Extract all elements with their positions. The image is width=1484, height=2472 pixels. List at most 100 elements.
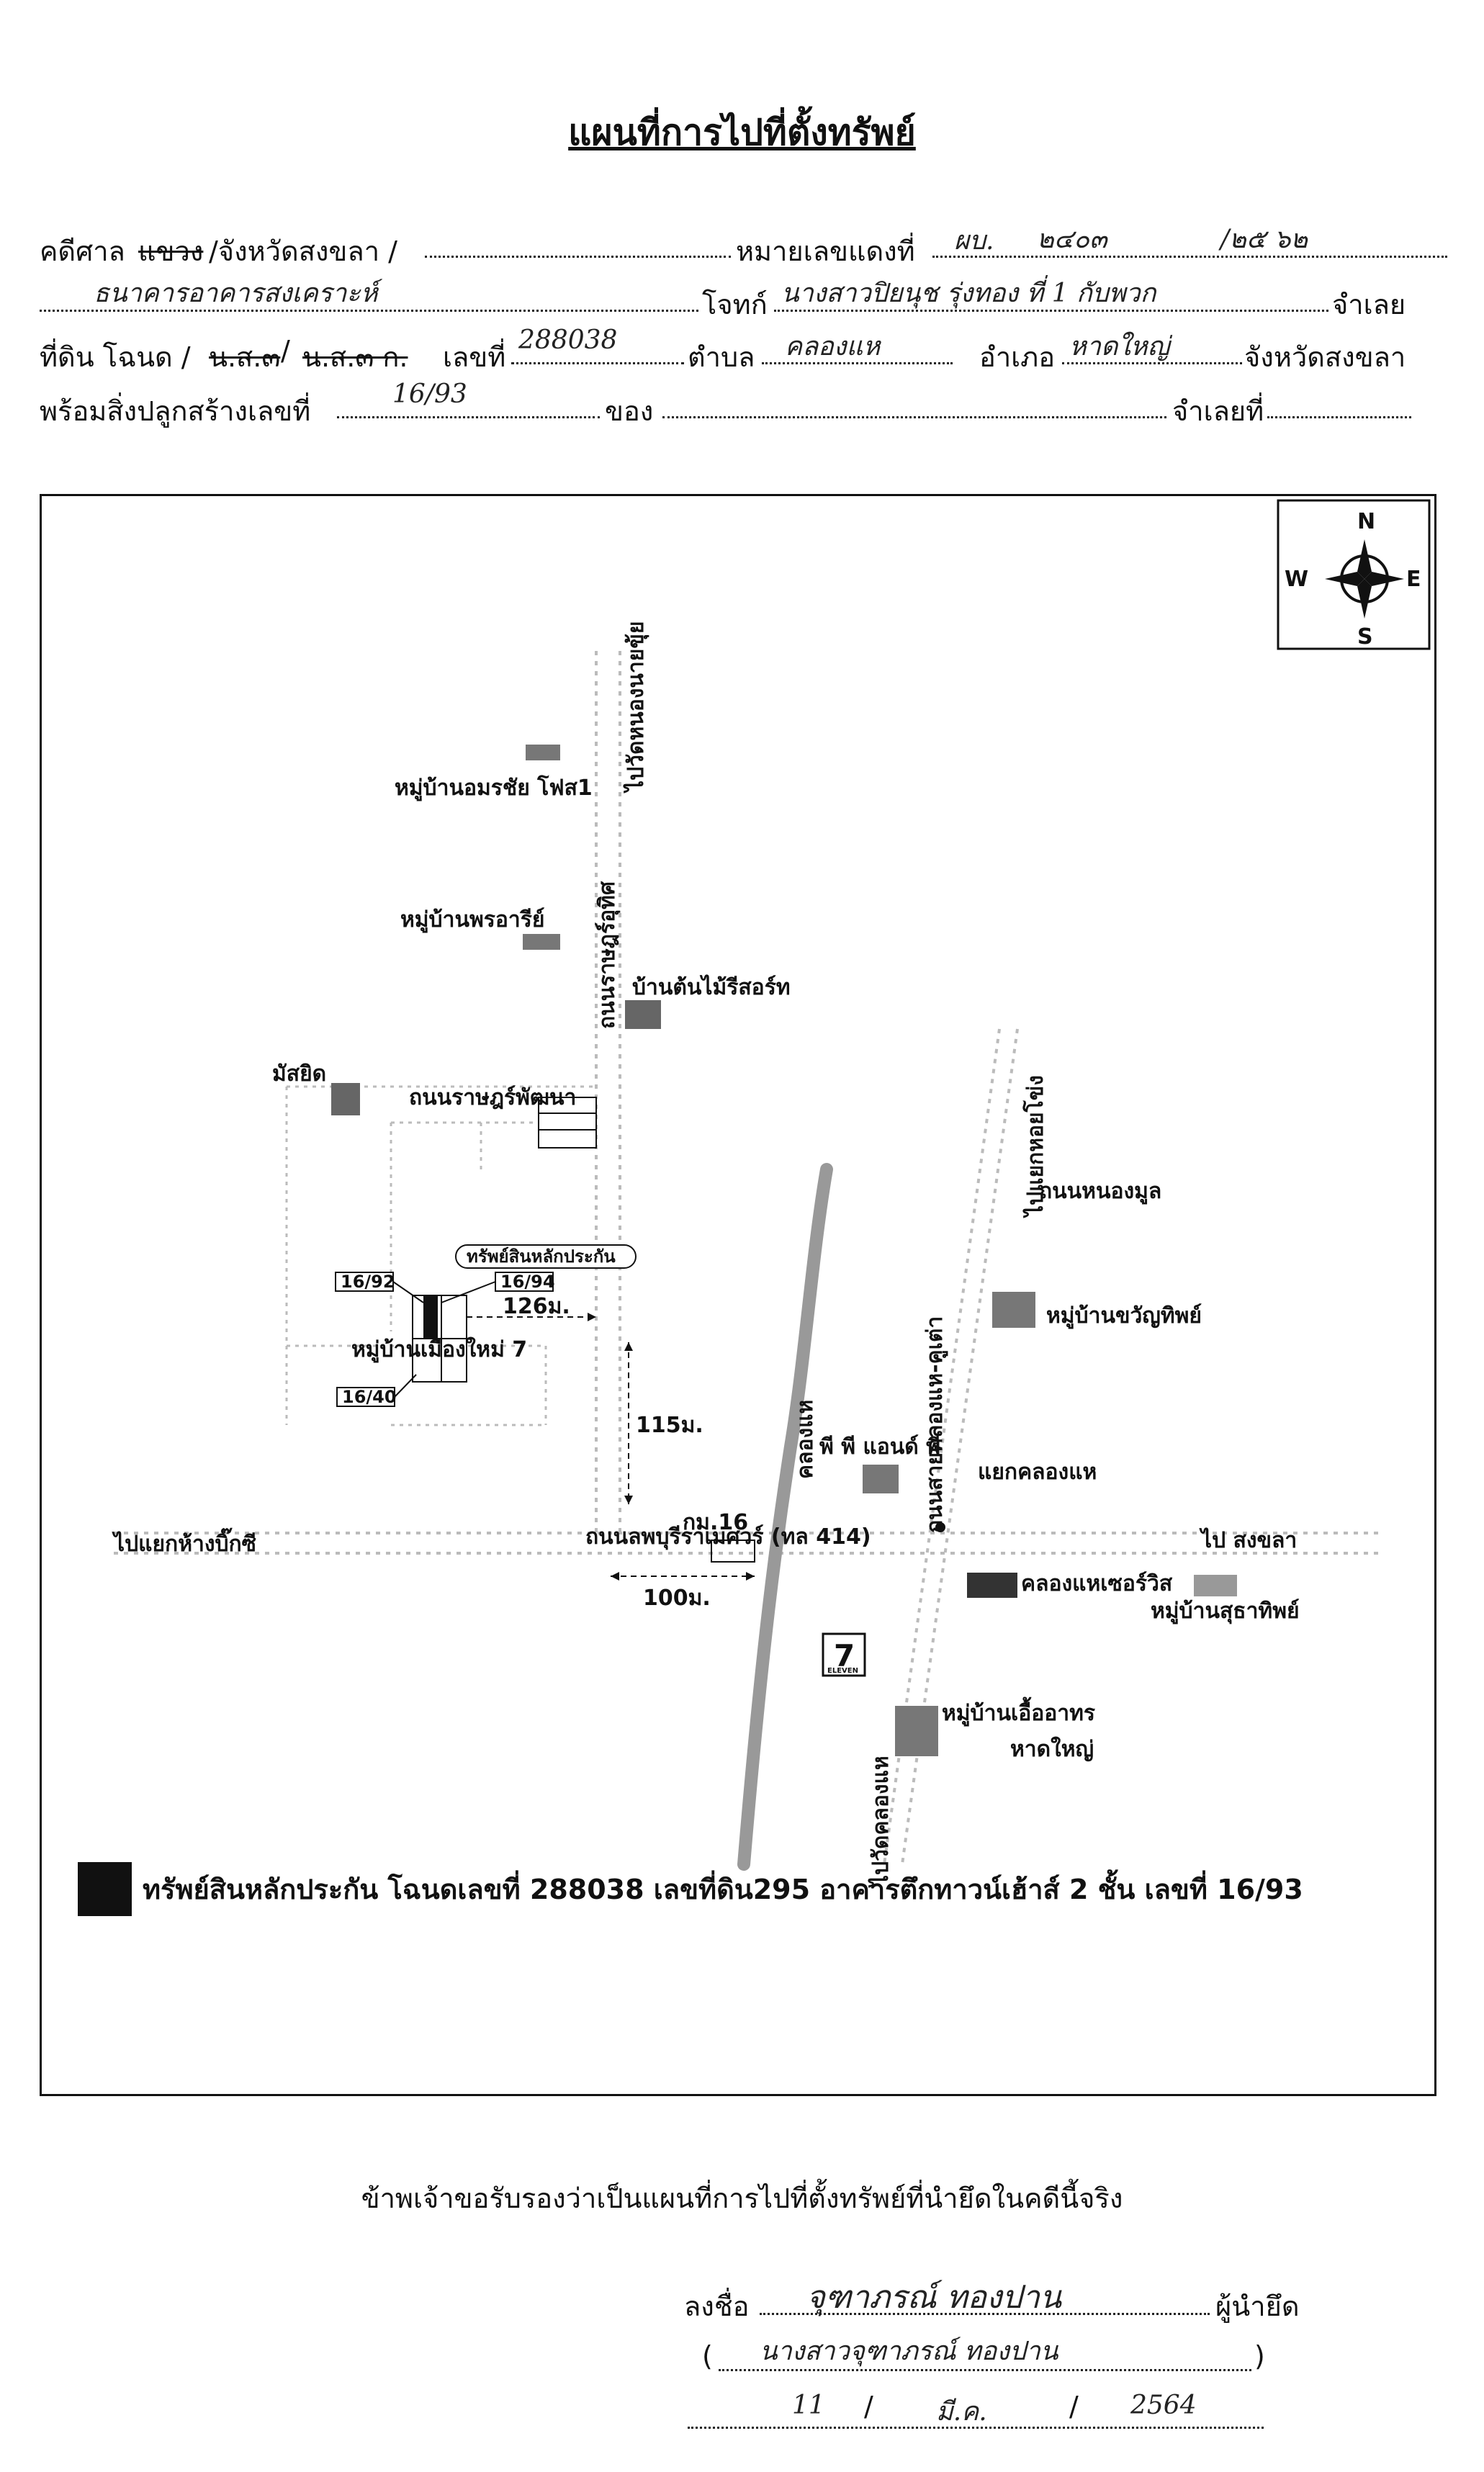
date-dots [688,2427,1264,2429]
court-label: คดีศาล [40,235,125,267]
map-canvas: N S W E [78,499,1431,1916]
label-to-khlong-hoi-khong: ไปแยกหอยโข่ง [1022,1075,1048,1218]
canal-khlong-hae [737,1163,833,1871]
label-khlong-hae-canal: คลองแห [793,1400,818,1479]
red-no-number: ๒๔๐๓ [1037,225,1107,254]
date-month: มี.ค. [936,2397,987,2427]
label-pornaree: หมู่บ้านพรอารีย์ [400,907,544,933]
label-dist-100: 100ม. [643,1586,711,1611]
pp-and-p-icon [863,1465,899,1493]
mosque-icon [331,1083,360,1115]
amphoe-value: หาดใหญ่ [1069,332,1170,361]
signer-signature: จุฑาภรณ์ ทองปาน [806,2279,1062,2316]
tambon-label: ตำบล [688,341,755,373]
date-year: 2564 [1130,2391,1197,2420]
debtor-no-dots [1267,416,1411,418]
red-no-year: /๒๕ ๖๒ [1220,225,1308,254]
plaintiff-name: ธนาคารอาคารสงเคราะห์ [94,279,378,308]
compass-arrow-s [1357,579,1372,619]
building-no: 16/93 [392,379,467,409]
khwan-thip-icon [992,1292,1035,1328]
deed-no: 288038 [518,325,618,355]
road-rat-uthit [595,651,621,1533]
land-label: ที่ดิน โฉนด / [40,341,191,373]
red-no-label: หมายเลขแดงที่ [736,235,915,267]
sign-dots [760,2313,1210,2315]
legend-swatch [78,1862,132,1916]
paren-open: ( [702,2340,713,2372]
printed-name-dots [719,2369,1251,2371]
plaintiff-label: โจทก์ [702,289,768,320]
date-slash-2: / [1069,2391,1079,2422]
amphoe-label: อำเภอ [979,341,1056,373]
deed-no-dots [511,362,684,364]
label-mosque: มัสยิด [272,1061,326,1087]
building-dots [337,416,600,418]
signer-role: ผู้นำยึด [1215,2291,1300,2322]
tambon-value: คลองแห [785,332,881,361]
red-no-dots [932,256,1447,258]
label-km16: กม.16 [683,1510,748,1535]
defendant-name: นางสาวปิยนุช รุ่งทอง ที่ 1 กับพวก [781,279,1156,308]
label-uea-athorn-1: หมู่บ้านเอื้ออาทร [942,1696,1095,1727]
compass-s: S [1357,624,1373,650]
junction-dot [935,1522,945,1532]
legend-text: ทรัพย์สินหลักประกัน โฉนดเลขที่ 288038 เล… [143,1869,1303,1905]
printed-name: นางสาวจุฑาภรณ์ ทองปาน [760,2337,1058,2366]
label-ban-tonmai: บ้านต้นไม้รีสอร์ท [632,974,791,1000]
label-to-big-c: ไปแยกห้างบิ๊กซี [112,1527,256,1557]
label-dist-115: 115ม. [636,1413,703,1438]
building-icons [331,745,1237,1756]
pornaree-icon [523,934,560,950]
page-title: แผนที่การไปที่ตั้งทรัพย์ [568,112,916,153]
province-label: จังหวัดสงขลา [1244,341,1406,373]
ns3k-struck: น.ส.๓ ก. [302,341,408,373]
label-lot-1692: 16/92 [341,1272,395,1292]
compass-rose: N S W E [1277,499,1431,650]
label-suthathip: หมู่บ้านสุธาทิพย์ [1151,1599,1300,1624]
label-to-songkhla: ไป สงขลา [1199,1527,1297,1553]
amornchai-icon [526,745,560,760]
label-to-wat-khlong-hae: ไปวัดคลองแห [868,1756,894,1888]
compass-n: N [1357,509,1375,534]
slash-separator: / [281,335,290,367]
label-khlong-hae-resort: คลองแหเซอร์วิส [1021,1571,1173,1596]
label-khwan-thip: หมู่บ้านขวัญทิพย์ [1046,1303,1202,1329]
label-road-nong-mool: ถนนหนองมูล [1039,1179,1161,1205]
label-dist-126: 126ม. [503,1294,570,1319]
label-village-muang-mai: หมู่บ้านเมืองใหม่ 7 [351,1336,527,1363]
collateral-lot [423,1295,438,1339]
certification-text: ข้าพเจ้าขอรับรองว่าเป็นแผนที่การไปที่ตั้… [361,2183,1123,2214]
defendant-dots [774,310,1328,312]
sign-label: ลงชื่อ [684,2291,750,2322]
distance-markers [467,1313,755,1581]
court-dots [425,256,731,258]
tambon-dots [762,362,953,364]
label-road-lopburi: ถนนลพบุรีราเมศวร์ (ทล 414) [585,1524,871,1550]
red-no-prefix: ผบ. [954,226,994,256]
ns3-struck: น.ส.๓ [209,341,281,373]
ratpattana-grid-icon [538,1097,597,1149]
label-seven-eleven: 7 [834,1638,855,1673]
uea-athorn-icon [895,1706,938,1756]
debtor-label: จำเลย [1332,289,1406,320]
label-collateral-tag: ทรัพย์สินหลักประกัน [467,1246,616,1267]
km-post-icon [711,1540,755,1563]
collateral-plot [335,1244,637,1407]
label-eleven-small: ELEVEN [827,1667,858,1675]
court-struck: แขวง [138,235,204,267]
resort-icon [967,1573,1017,1598]
label-khlong-hae-road: ถนนสายคลองแห-คูเต่า [922,1316,948,1533]
court-province: /จังหวัดสงขลา / [209,235,397,267]
map-legend: ทรัพย์สินหลักประกัน โฉนดเลขที่ 288038 เล… [78,1862,1303,1916]
location-map: N S W E [40,494,1436,2096]
owner-label: ของ [605,395,654,427]
date-slash-1: / [864,2391,873,2422]
collateral-tag-box [455,1244,637,1269]
compass-w: W [1285,567,1308,592]
label-lot-1640: 16/40 [342,1387,397,1407]
label-to-nong-nai-khui: ไปวัดหนองนายขุ้ย [623,621,649,794]
label-lot-1694: 16/94 [500,1272,555,1292]
compass-arrow-n [1357,539,1372,579]
amphoe-dots [1062,362,1242,364]
